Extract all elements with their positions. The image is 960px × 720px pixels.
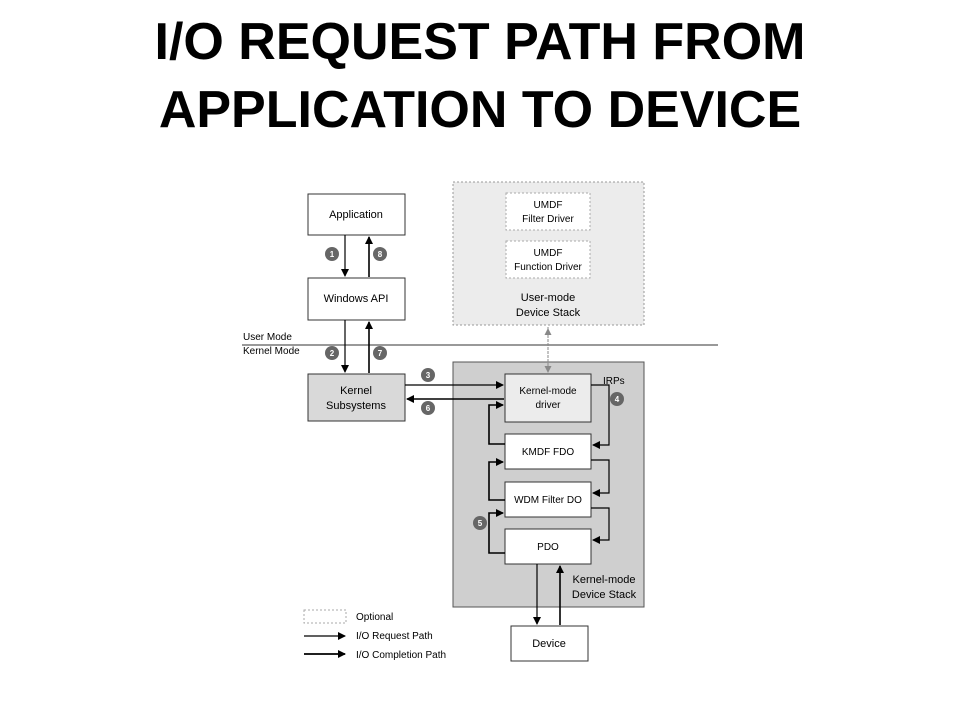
windows-api-box bbox=[307, 277, 406, 321]
kernel-subsystems-label-2: Subsystems bbox=[326, 400, 386, 412]
legend-optional-swatch bbox=[303, 609, 347, 624]
arrow-completion-pdo-to-wdm bbox=[488, 509, 505, 554]
umdf-function-label-1: UMDF bbox=[534, 248, 563, 259]
title-line-2: APPLICATION TO DEVICE bbox=[158, 81, 802, 139]
svg-text:6: 6 bbox=[426, 404, 431, 413]
step-badge-7: 7 bbox=[373, 346, 387, 360]
pdo-label: PDO bbox=[537, 542, 559, 553]
user-stack-label-2: Device Stack bbox=[516, 307, 581, 319]
kernel-mode-label: Kernel Mode bbox=[243, 346, 300, 357]
svg-text:4: 4 bbox=[615, 395, 620, 404]
kernel-stack-label-2: Device Stack bbox=[572, 589, 637, 601]
umdf-function-driver-box bbox=[505, 240, 591, 279]
kernel-driver-label-2: driver bbox=[535, 400, 561, 411]
step-badge-5: 5 bbox=[473, 516, 487, 530]
legend: Optional I/O Request Path I/O Completion… bbox=[303, 609, 446, 661]
legend-completion-label: I/O Completion Path bbox=[356, 650, 446, 661]
step-badge-2: 2 bbox=[325, 346, 339, 360]
step-badge-3: 3 bbox=[421, 368, 435, 382]
irps-label: IRPs bbox=[603, 376, 625, 387]
device-box bbox=[510, 625, 589, 662]
step-badge-1: 1 bbox=[325, 247, 339, 261]
legend-request-label: I/O Request Path bbox=[356, 631, 433, 642]
legend-optional-label: Optional bbox=[356, 612, 393, 623]
kernel-mode-driver-box bbox=[504, 373, 592, 423]
step-badge-4: 4 bbox=[610, 392, 624, 406]
svg-text:3: 3 bbox=[426, 371, 431, 380]
step-badge-8: 8 bbox=[373, 247, 387, 261]
windows-api-label: Windows API bbox=[324, 293, 389, 305]
svg-text:1: 1 bbox=[330, 250, 335, 259]
svg-text:5: 5 bbox=[478, 519, 483, 528]
umdf-filter-label-1: UMDF bbox=[534, 200, 563, 211]
svg-text:8: 8 bbox=[378, 250, 383, 259]
kernel-driver-label-1: Kernel-mode bbox=[519, 386, 577, 397]
application-label: Application bbox=[329, 209, 383, 221]
arrow-completion-kmdf-to-driver bbox=[488, 401, 505, 445]
svg-text:7: 7 bbox=[378, 349, 383, 358]
umdf-filter-driver-box bbox=[505, 192, 591, 231]
wdm-filter-label: WDM Filter DO bbox=[514, 495, 582, 506]
title-line-1: I/O REQUEST PATH FROM bbox=[154, 13, 806, 71]
device-label: Device bbox=[532, 638, 566, 650]
kmdf-fdo-label: KMDF FDO bbox=[522, 447, 574, 458]
kernel-stack-label-1: Kernel-mode bbox=[573, 574, 636, 586]
svg-text:2: 2 bbox=[330, 349, 335, 358]
umdf-function-label-2: Function Driver bbox=[514, 262, 582, 273]
arrow-request-wdm-to-pdo bbox=[591, 507, 610, 544]
pdo-box bbox=[504, 528, 592, 565]
slide-title: I/O REQUEST PATH FROM APPLICATION TO DEV… bbox=[0, 8, 960, 144]
umdf-filter-label-2: Filter Driver bbox=[522, 214, 574, 225]
arrow-request-driver-to-kmdf bbox=[591, 384, 610, 449]
step-badge-6: 6 bbox=[421, 401, 435, 415]
application-box bbox=[307, 193, 406, 236]
kernel-subsystems-box bbox=[307, 373, 406, 422]
arrow-request-kmdf-to-wdm bbox=[591, 459, 610, 497]
user-mode-label: User Mode bbox=[243, 332, 292, 343]
kmdf-fdo-box bbox=[504, 433, 592, 470]
kernel-subsystems-label-1: Kernel bbox=[340, 385, 372, 397]
user-stack-label-1: User-mode bbox=[521, 292, 575, 304]
arrow-completion-wdm-to-kmdf bbox=[488, 458, 505, 501]
